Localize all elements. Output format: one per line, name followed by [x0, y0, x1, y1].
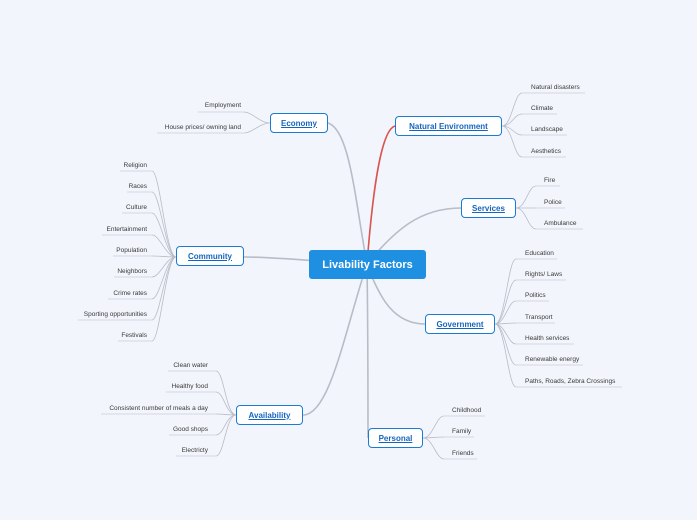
leaf-rights-laws: Rights/ Laws — [525, 271, 563, 278]
services-branch-2 — [515, 207, 537, 230]
community-branch-4 — [151, 255, 177, 258]
natural-branch-3 — [501, 125, 523, 158]
government-branch-0 — [494, 258, 517, 325]
leaf-sporting-opportunities: Sporting opportunities — [83, 311, 147, 318]
leaf-neighbors: Neighbors — [117, 268, 147, 275]
leaf-electricty: Electricty — [181, 447, 208, 454]
topic-personal[interactable]: Personal — [368, 428, 423, 448]
link-economy — [327, 122, 368, 265]
community-branch-3 — [151, 234, 177, 258]
leaf-religion: Religion — [123, 162, 148, 169]
leaf-culture: Culture — [126, 204, 147, 211]
leaf-ambulance: Ambulance — [544, 220, 577, 227]
natural-branch-0 — [501, 92, 523, 127]
leaf-good-shops: Good shops — [172, 426, 208, 433]
leaf-employment: Employment — [204, 102, 241, 109]
leaf-crime-rates: Crime rates — [113, 290, 147, 297]
services-branch-0 — [515, 185, 537, 209]
economy-branch-1 — [243, 122, 271, 134]
leaf-friends: Friends — [452, 450, 474, 457]
government-branch-1 — [494, 279, 517, 325]
leaf-renewable-energy: Renewable energy — [525, 356, 580, 363]
leaf-police: Police — [544, 199, 562, 206]
leaf-festivals: Festivals — [121, 332, 147, 339]
topic-community[interactable]: Community — [176, 246, 244, 266]
topic-economy[interactable]: Economy — [270, 113, 328, 133]
government-branch-5 — [494, 323, 517, 366]
leaf-population: Population — [116, 247, 147, 254]
leaf-house-prices: House prices/ owning land — [164, 124, 241, 131]
leaf-entertainment: Entertainment — [106, 226, 147, 233]
personal-branch-0 — [422, 415, 445, 439]
leaf-health-services: Health services — [525, 335, 570, 342]
leaf-family: Family — [452, 428, 472, 435]
link-personal — [366, 263, 369, 439]
leaf-clean-water: Clean water — [173, 362, 208, 369]
personal-branch-2 — [422, 437, 445, 460]
leaf-races: Races — [128, 183, 147, 190]
availability-branch-0 — [215, 370, 237, 416]
government-branch-6 — [494, 323, 517, 388]
government-branch-2 — [494, 300, 517, 325]
leaf-healthy-food: Healthy food — [171, 383, 209, 390]
community-branch-2 — [151, 212, 177, 258]
availability-branch-4 — [215, 414, 237, 457]
leaf-aesthetics: Aesthetics — [531, 148, 561, 155]
availability-branch-1 — [215, 391, 237, 416]
economy-branch-0 — [243, 111, 271, 124]
leaf-natural-disasters: Natural disasters — [531, 84, 580, 91]
central-topic[interactable]: Livability Factors — [309, 250, 426, 279]
community-branch-1 — [151, 191, 177, 258]
topic-natural-environment[interactable]: Natural Environment — [395, 116, 502, 136]
leaf-childhood: Childhood — [452, 407, 482, 414]
link-availability — [302, 263, 368, 416]
leaf-fire: Fire — [544, 177, 556, 184]
natural-branch-1 — [501, 113, 523, 127]
community-branch-0 — [151, 170, 177, 258]
leaf-education: Education — [525, 250, 554, 257]
leaf-politics: Politics — [525, 292, 546, 299]
topic-government[interactable]: Government — [425, 314, 495, 334]
link-natural-environment — [366, 125, 396, 265]
topic-services[interactable]: Services — [461, 198, 516, 218]
personal-branch-1 — [422, 436, 445, 439]
topic-availability[interactable]: Availability — [236, 405, 303, 425]
community-branch-8 — [151, 256, 177, 342]
leaf-climate: Climate — [531, 105, 554, 112]
leaf-transport: Transport — [525, 314, 553, 321]
leaf-landscape: Landscape — [531, 126, 563, 133]
leaf-meals: Consistent number of meals a day — [109, 405, 208, 412]
leaf-paths-roads: Paths, Roads, Zebra Crossings — [525, 378, 616, 385]
